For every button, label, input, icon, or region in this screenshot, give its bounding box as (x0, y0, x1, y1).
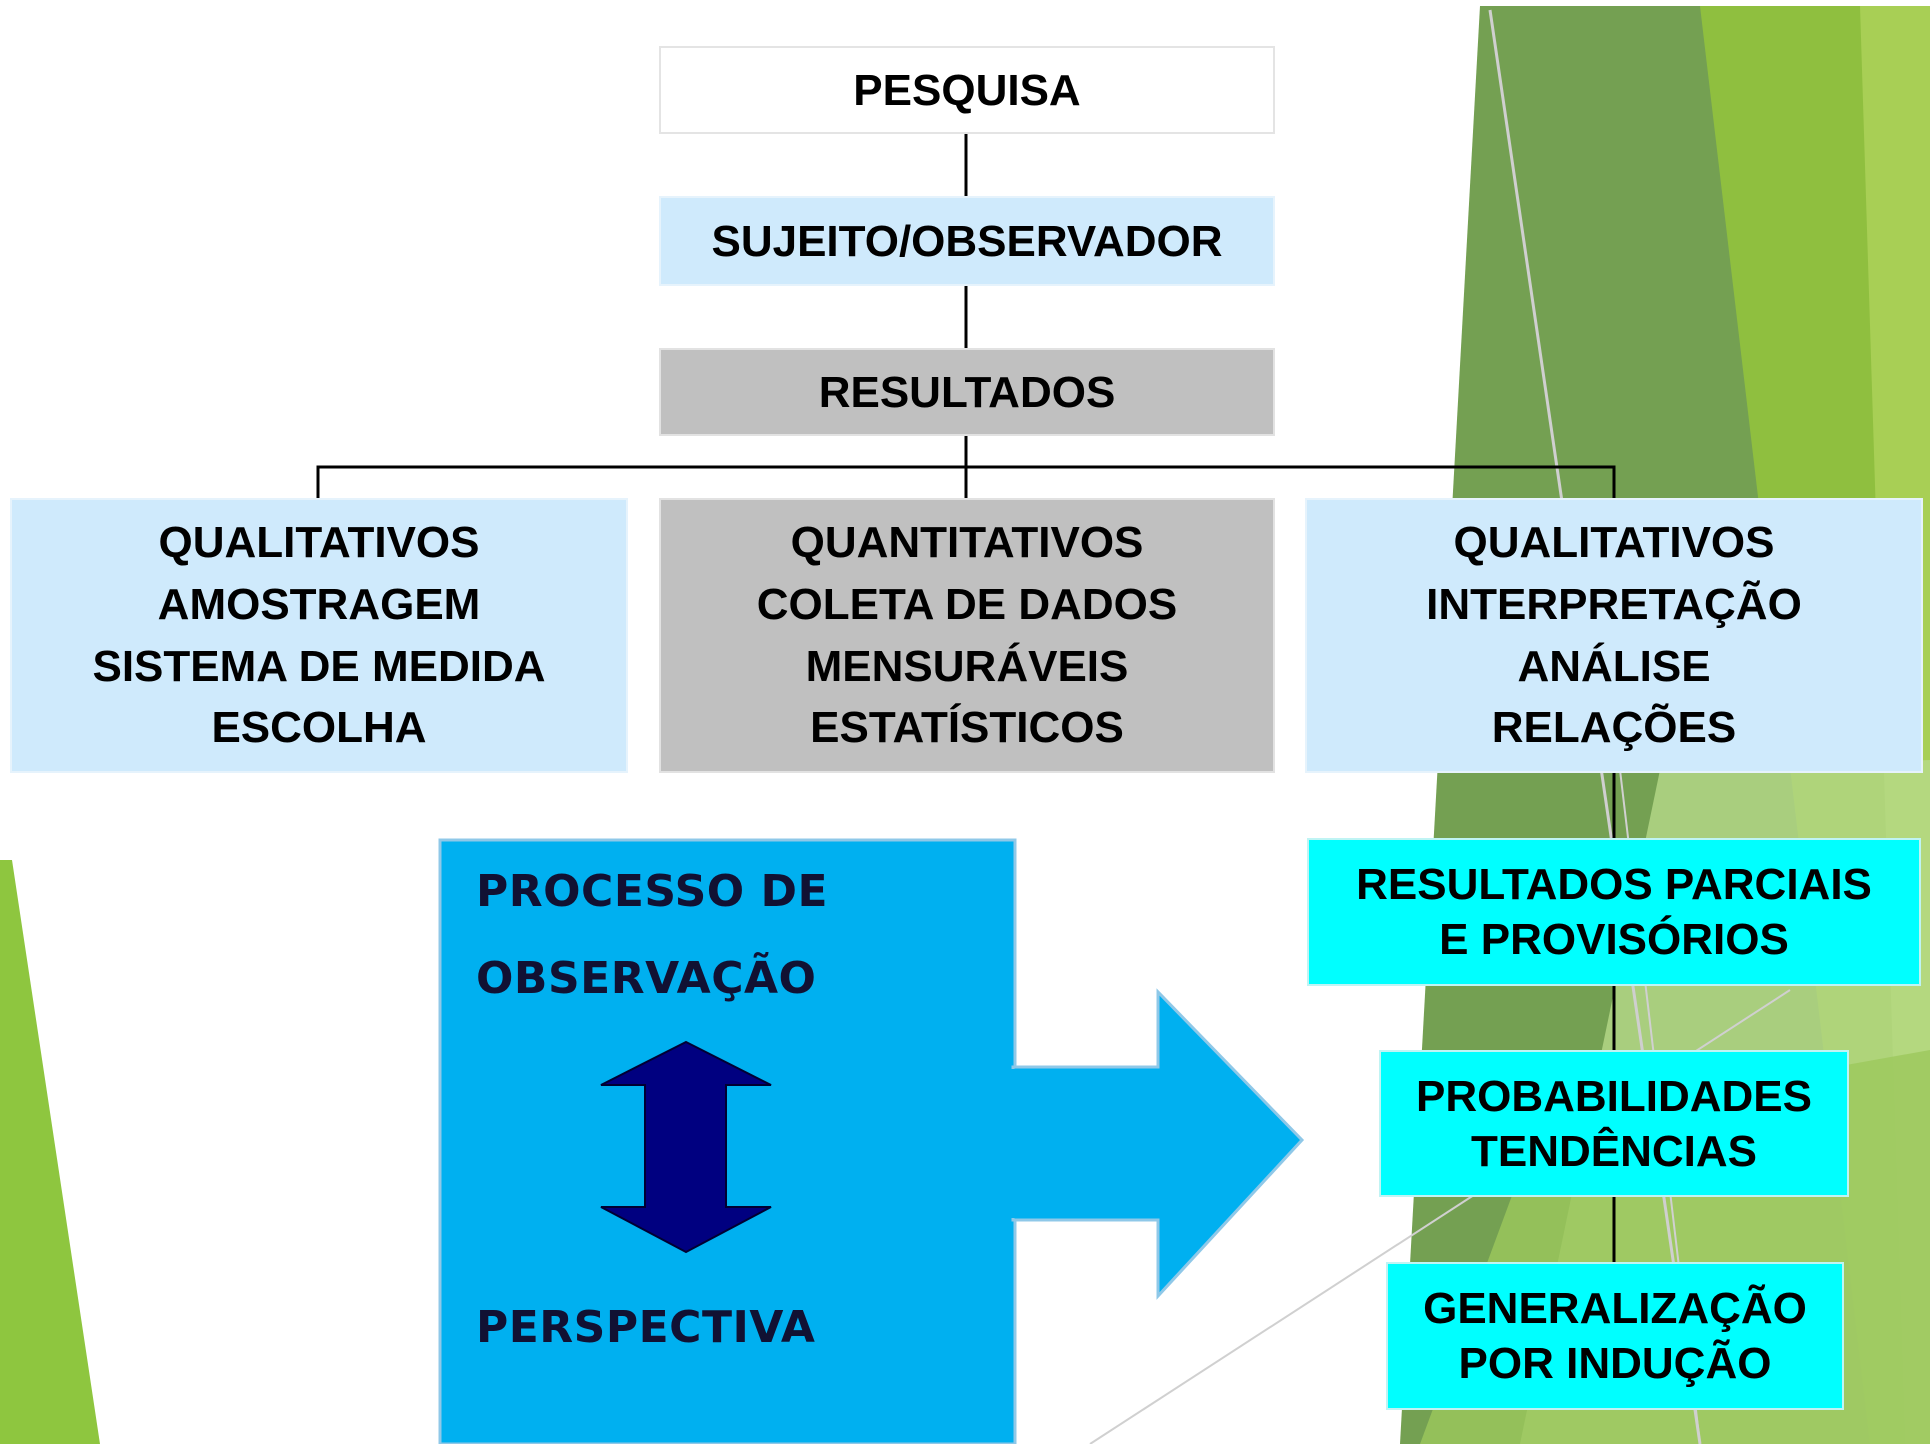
observacao-label: OBSERVAÇÃO (476, 953, 817, 1004)
perspectiva-label: PERSPECTIVA (476, 1302, 816, 1353)
outcome-line: GENERALIZAÇÃO (1423, 1284, 1807, 1333)
resultados-parciais-box: RESULTADOS PARCIAIS E PROVISÓRIOS (1307, 838, 1921, 986)
column-line: RELAÇÕES (1491, 703, 1737, 753)
sujeito-observador-label: SUJEITO/OBSERVADOR (711, 216, 1223, 266)
big-right-arrow (1011, 988, 1305, 1300)
outcome-line: TENDÊNCIAS (1470, 1126, 1758, 1176)
generalizacao-box: GENERALIZAÇÃO POR INDUÇÃO (1386, 1262, 1844, 1410)
sujeito-observador-box: SUJEITO/OBSERVADOR (659, 196, 1275, 286)
column-line: SISTEMA DE MEDIDA (92, 641, 546, 691)
outcome-line: PROBABILIDADES (1415, 1071, 1813, 1121)
resultados-label: RESULTADOS (818, 367, 1116, 417)
resultados-box: RESULTADOS (659, 348, 1275, 436)
probabilidades-box: PROBABILIDADES TENDÊNCIAS (1379, 1050, 1849, 1197)
column-line: AMOSTRAGEM (157, 579, 481, 629)
qualitativos-interpretacao-box: QUALITATIVOS INTERPRETAÇÃO ANÁLISE RELAÇ… (1305, 498, 1923, 773)
column-line: ESTATÍSTICOS (810, 703, 1124, 753)
pesquisa-label: PESQUISA (853, 65, 1081, 115)
column-line: ANÁLISE (1517, 641, 1711, 691)
pesquisa-box: PESQUISA (659, 46, 1275, 134)
column-line: MENSURÁVEIS (805, 641, 1129, 691)
outcome-line: RESULTADOS PARCIAIS (1356, 860, 1872, 909)
outcome-line: E PROVISÓRIOS (1439, 915, 1789, 964)
qualitativos-amostragem-box: QUALITATIVOS AMOSTRAGEM SISTEMA DE MEDID… (10, 498, 628, 773)
outcome-line: POR INDUÇÃO (1458, 1339, 1772, 1388)
connector-lines (316, 134, 1616, 1262)
column-line: QUALITATIVOS (1453, 518, 1775, 568)
processo-de-label: PROCESSO DE (476, 866, 829, 917)
quantitativos-box: QUANTITATIVOS COLETA DE DADOS MENSURÁVEI… (659, 498, 1275, 773)
double-arrow-icon (600, 1040, 772, 1254)
column-line: ESCOLHA (211, 703, 427, 753)
column-line: QUALITATIVOS (158, 518, 480, 568)
process-box (438, 838, 1017, 1444)
column-line: COLETA DE DADOS (756, 579, 1178, 629)
column-line: INTERPRETAÇÃO (1426, 579, 1802, 629)
green-left-wedge (0, 860, 100, 1444)
column-line: QUANTITATIVOS (790, 518, 1144, 568)
